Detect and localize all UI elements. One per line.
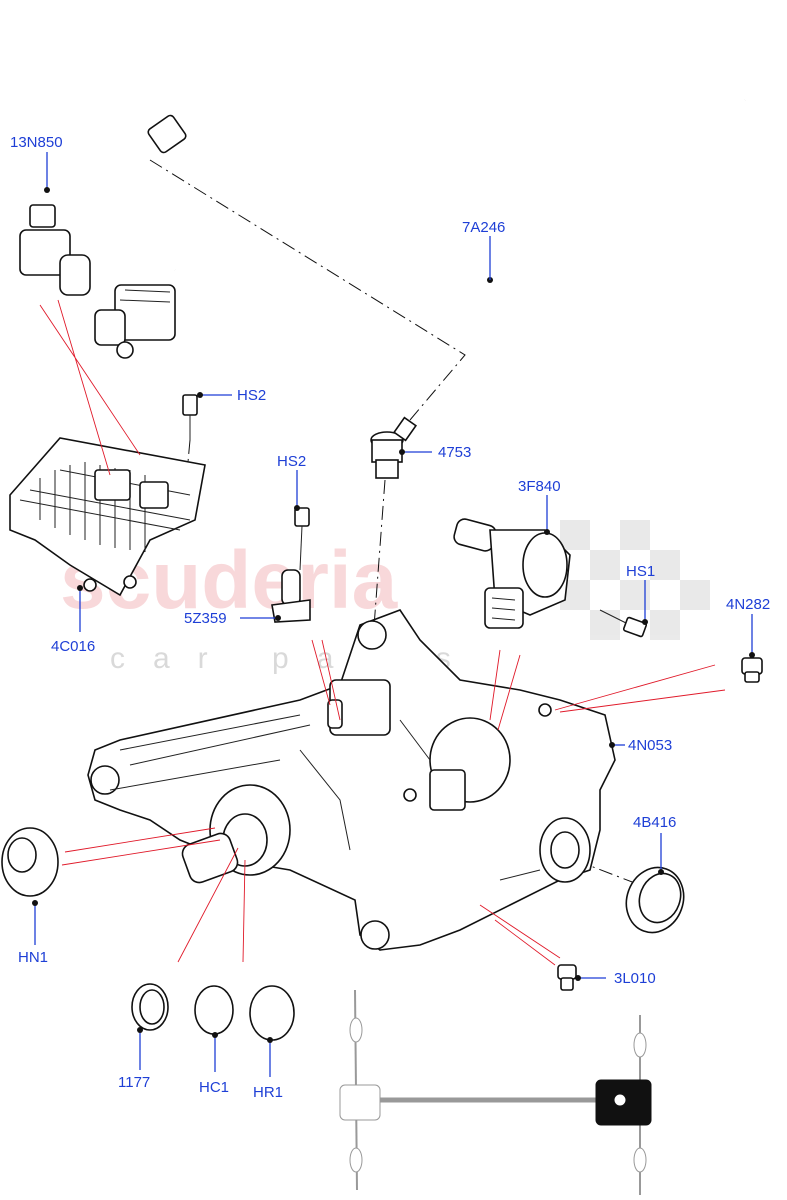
callout-7A246: 7A246 xyxy=(462,219,505,236)
ring-HR1 xyxy=(249,985,295,1041)
differential-housing-4N053 xyxy=(87,609,616,951)
callout-4B416: 4B416 xyxy=(633,814,676,831)
ring-HC1 xyxy=(194,985,234,1035)
callout-HC1: HC1 xyxy=(199,1079,229,1096)
breather-4753 xyxy=(370,416,418,479)
actuator-3F840 xyxy=(453,518,571,629)
callout-4N282: 4N282 xyxy=(726,596,770,613)
red-leader-lines xyxy=(39,299,726,966)
blue-leader-lines xyxy=(32,152,755,1077)
callout-3L010: 3L010 xyxy=(614,970,656,987)
callout-HS1: HS1 xyxy=(626,563,655,580)
control-module-4C016 xyxy=(9,437,206,597)
plug-4N282 xyxy=(741,657,763,683)
checkered-flag-icon xyxy=(560,520,710,640)
plug-3L010 xyxy=(557,964,577,991)
callout-HS2-upper: HS2 xyxy=(237,387,266,404)
callout-4N053: 4N053 xyxy=(628,737,672,754)
callout-4C016: 4C016 xyxy=(51,638,95,655)
callout-1177: 1177 xyxy=(118,1074,150,1091)
seal-4B416 xyxy=(625,866,685,934)
callout-HR1: HR1 xyxy=(253,1084,283,1101)
callout-3F840: 3F840 xyxy=(518,478,561,495)
assembly-line xyxy=(149,159,466,421)
driveline-overview-thumbnail xyxy=(339,989,652,1195)
vent-pipe-7A246 xyxy=(147,8,762,332)
callout-5Z359: 5Z359 xyxy=(184,610,227,627)
callout-labels: 13N850 7A246 HS2 HS2 4753 3F840 HS1 4N28… xyxy=(10,134,770,1101)
bolt-HS2-sensor xyxy=(294,507,310,571)
callout-13N850: 13N850 xyxy=(10,134,63,151)
bolt-HS2 xyxy=(182,394,198,496)
callout-HS2-lower: HS2 xyxy=(277,453,306,470)
bolt-HS1 xyxy=(599,609,648,638)
callout-HN1: HN1 xyxy=(18,949,48,966)
ring-1177 xyxy=(131,983,169,1031)
wiring-harness-13N850 xyxy=(19,189,176,359)
seal-HN1 xyxy=(1,827,59,897)
callout-4753: 4753 xyxy=(438,444,471,461)
sensor-5Z359 xyxy=(271,569,311,623)
